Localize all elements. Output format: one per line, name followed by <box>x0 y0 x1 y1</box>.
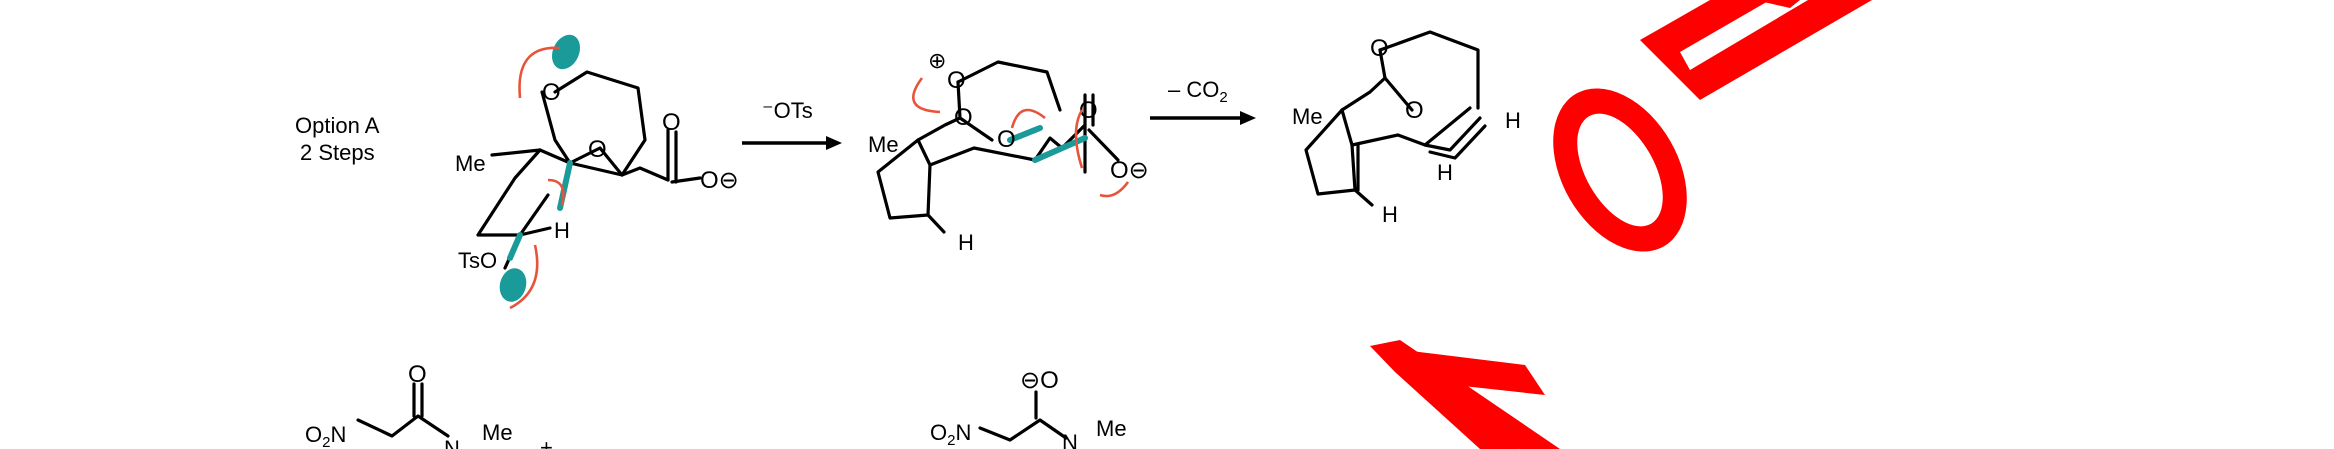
atom-me: Me <box>482 420 513 445</box>
atom-o: O <box>588 136 607 163</box>
enolate-oxygen: ⊖O <box>1020 367 1059 394</box>
atom-o: O <box>408 361 427 388</box>
atom-o: O <box>947 67 966 94</box>
arrowhead-2 <box>1240 111 1256 125</box>
lone-pair-lobe-lower <box>499 268 527 302</box>
arrowhead-1 <box>826 136 842 150</box>
enolate-structure <box>978 390 1068 442</box>
oxocarbenium-plus: ⊕ <box>928 48 946 73</box>
tosylate-label: TsO <box>458 248 497 273</box>
atom-o: O <box>954 104 973 131</box>
atom-h: H <box>1437 160 1453 185</box>
carboxylate-label: O⊖ <box>1110 157 1149 184</box>
reagent-1: ⁻OTs <box>762 98 813 123</box>
curved-arrows-1 <box>509 46 565 310</box>
atom-h: H <box>1505 108 1521 133</box>
product-structure <box>1304 30 1487 207</box>
atom-h: H <box>554 218 570 243</box>
nitro-amide-structure <box>356 382 450 438</box>
atom-o: O <box>1370 35 1389 62</box>
atom-h: H <box>1382 202 1398 227</box>
option-steps: 2 Steps <box>300 140 375 165</box>
atom-me: Me <box>868 132 899 157</box>
starting-material-structure <box>476 34 702 302</box>
curved-arrows-2 <box>912 77 1130 198</box>
atom-o: O <box>997 126 1016 153</box>
atom-n: N <box>1062 430 1078 449</box>
lone-pair-lobe <box>551 34 581 70</box>
atom-me: Me <box>1292 104 1323 129</box>
nitro-label: O2N <box>930 420 971 449</box>
nitro-label: O2N <box>305 422 346 449</box>
reagent-2: – CO2 <box>1168 77 1228 106</box>
option-title: Option A <box>295 113 380 138</box>
atom-me: Me <box>1096 416 1127 441</box>
watermark <box>1370 0 1872 449</box>
atom-o: O <box>542 79 561 106</box>
carboxylate-label: O⊖ <box>700 167 739 194</box>
atom-o: O <box>1405 97 1424 124</box>
atom-h: H <box>958 230 974 255</box>
atom-o: O <box>662 109 681 136</box>
plus-sign: + <box>540 435 553 449</box>
atom-me: Me <box>455 151 486 176</box>
atom-o: O <box>1079 97 1098 124</box>
atom-n: N <box>444 436 460 449</box>
